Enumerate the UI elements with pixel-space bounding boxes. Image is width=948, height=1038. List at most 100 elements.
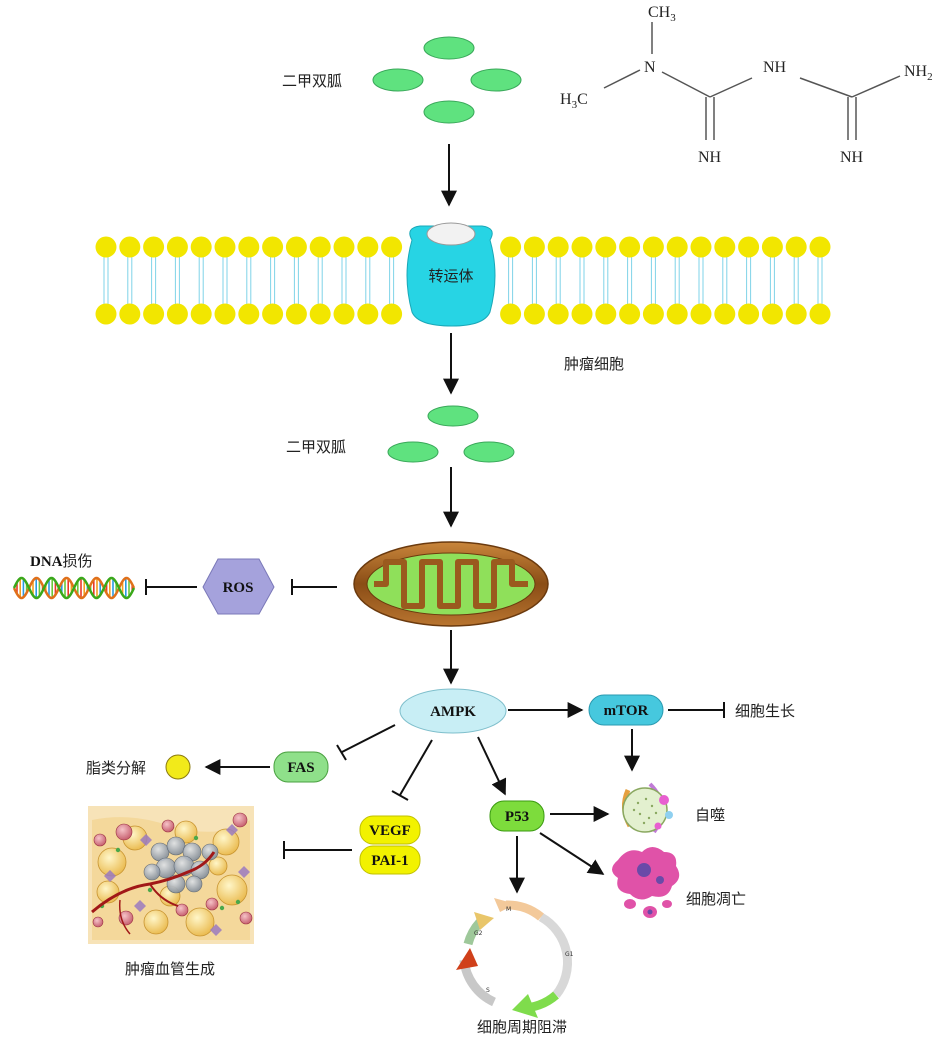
tumor-angiogenesis-illustration: [88, 806, 254, 944]
phospholipid-head: [381, 236, 403, 258]
cell-cycle-arrest-label: 细胞周期阻滞: [477, 1018, 567, 1036]
apoptosis-label: 细胞凋亡: [686, 890, 746, 908]
arrow-ampk-to-p53: [477, 736, 507, 796]
phospholipid-head: [166, 236, 188, 258]
phospholipid-head: [761, 236, 783, 258]
dna-helix: [12, 576, 136, 600]
metformin-ellipse: [463, 441, 515, 463]
phospholipid-head: [309, 236, 331, 258]
phospholipid-head: [238, 303, 260, 325]
phospholipid-head: [785, 236, 807, 258]
apoptosis-cell-icon: [612, 847, 680, 918]
phospholipid-head: [262, 236, 284, 258]
phospholipid-head: [714, 236, 736, 258]
metformin-outside-label: 二甲双胍: [282, 72, 342, 90]
transporter: 转运体: [406, 222, 496, 327]
autophagy-label: 自噬: [695, 806, 725, 824]
phospholipid-head: [214, 236, 236, 258]
pai1-node: [359, 845, 421, 875]
ros-label: ROS: [223, 580, 254, 596]
phospholipid-head: [809, 236, 831, 258]
phospholipid-head: [333, 303, 355, 325]
metformin-molecules-inside: [387, 405, 515, 463]
phospholipid-head: [785, 303, 807, 325]
inhibit-bar: [391, 790, 409, 801]
phospholipid-head: [714, 303, 736, 325]
phospholipid-head: [619, 236, 641, 258]
phospholipid-head: [190, 236, 212, 258]
phospholipid-head: [357, 236, 379, 258]
phospholipid-head: [666, 303, 688, 325]
phospholipid-head: [595, 236, 617, 258]
methyl-left: H3C: [560, 91, 588, 111]
metformin-ellipse: [423, 100, 475, 124]
imine-right: NH: [840, 149, 864, 166]
phospholipid-head: [547, 303, 569, 325]
phospholipid-head: [166, 303, 188, 325]
inhibit-ampk-fas: [341, 724, 396, 753]
phospholipid-head: [500, 303, 522, 325]
metformin-structure: [603, 22, 901, 140]
phospholipid-head: [238, 236, 260, 258]
phospholipid-head: [571, 303, 593, 325]
mitochondrion: [353, 541, 549, 627]
dna-damage-label: DNA损伤: [30, 552, 93, 570]
phospholipid-head: [738, 303, 760, 325]
angiogenesis-label: 肿瘤血管生成: [125, 960, 215, 978]
phospholipid-head: [143, 236, 165, 258]
p53-node: [489, 800, 545, 832]
phospholipid-head: [381, 303, 403, 325]
transporter-pore: [426, 222, 476, 246]
cell-cycle-diagram: M G2 S G1: [456, 898, 574, 1018]
phase-g2-label: G2: [474, 930, 483, 937]
autophagy-cell-icon: [622, 782, 673, 834]
phospholipid-head: [119, 236, 141, 258]
mitochondrion-cristae: [374, 559, 528, 609]
phospholipid-head: [285, 303, 307, 325]
ampk-node: [399, 688, 507, 734]
phospholipid-head: [571, 236, 593, 258]
phospholipid-head: [214, 303, 236, 325]
phospholipid-head: [619, 303, 641, 325]
p53-label: P53: [505, 809, 529, 825]
inhibit-bar: [336, 744, 347, 761]
mtor-node: [588, 694, 664, 726]
phase-s-label: S: [486, 987, 490, 994]
phospholipid-head: [95, 303, 117, 325]
inhibit-ampk-vegf: [399, 739, 433, 796]
metformin-ellipse: [387, 441, 439, 463]
phospholipid-head: [143, 303, 165, 325]
nitrogen-atom: N: [644, 59, 656, 76]
fas-label: FAS: [287, 760, 314, 776]
phospholipid-head: [357, 303, 379, 325]
pai1-label: PAI-1: [371, 853, 408, 869]
phospholipid-head: [690, 303, 712, 325]
phospholipid-head: [761, 303, 783, 325]
phospholipid-head: [333, 236, 355, 258]
transporter-label: 转运体: [428, 267, 473, 285]
cell-growth-label: 细胞生长: [735, 702, 795, 720]
metformin-ellipse: [470, 68, 522, 92]
vegf-node: [359, 815, 421, 845]
cell-membrane: [95, 236, 831, 325]
lipolysis-label: 脂类分解: [86, 759, 146, 777]
phospholipid-head: [500, 236, 522, 258]
nh-bridge: NH: [763, 59, 787, 76]
vegf-label: VEGF: [369, 823, 411, 839]
lipid-droplet-icon: [165, 754, 191, 780]
ros-hexagon: [202, 558, 275, 615]
phospholipid-head: [95, 236, 117, 258]
phospholipid-head: [262, 303, 284, 325]
phospholipid-head: [642, 236, 664, 258]
phospholipid-head: [190, 303, 212, 325]
imine-left: NH: [698, 149, 722, 166]
tumor-cell-label: 肿瘤细胞: [564, 355, 624, 373]
phospholipid-head: [690, 236, 712, 258]
methyl-top: CH3: [648, 4, 676, 24]
phospholipid-head: [642, 303, 664, 325]
phospholipid-head: [738, 236, 760, 258]
phospholipid-head: [119, 303, 141, 325]
phospholipid-head: [547, 236, 569, 258]
phase-g1-label: G1: [565, 951, 574, 958]
